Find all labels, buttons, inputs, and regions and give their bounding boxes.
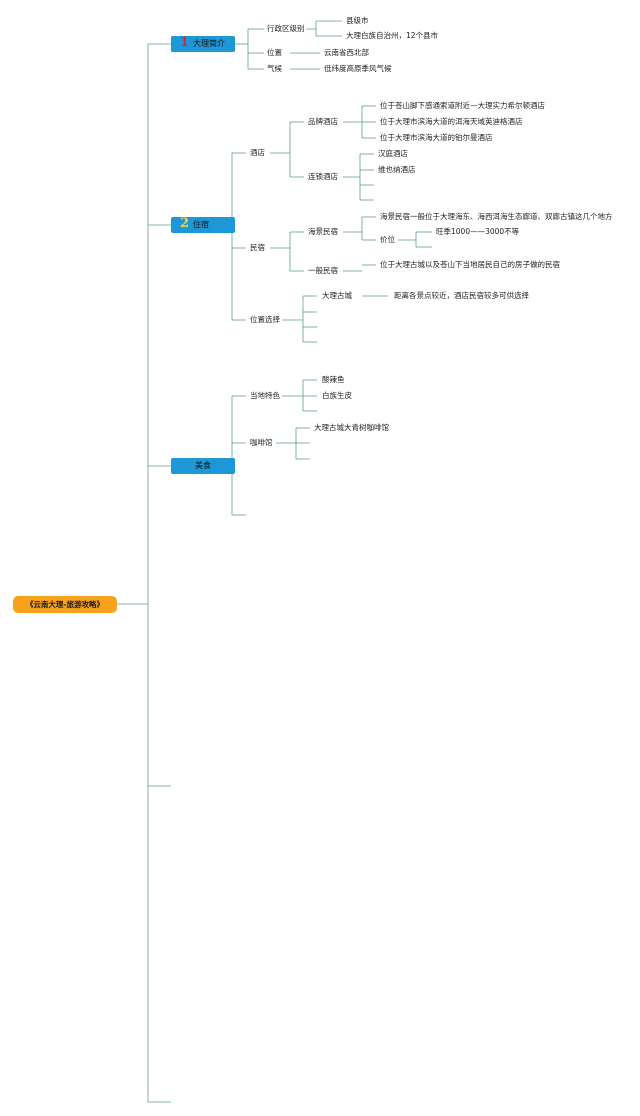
topic-food-label: 美食 — [195, 461, 211, 470]
node-climate[interactable]: 气候 — [267, 64, 282, 73]
node-homestay[interactable]: 民宿 — [250, 243, 265, 252]
node-brand-hotel[interactable]: 品牌酒店 — [308, 117, 338, 126]
node-brand-item-3[interactable]: 位于大理市滨海大道的铂尔曼酒店 — [380, 133, 493, 142]
node-prefecture[interactable]: 大理白族自治州，12个县市 — [346, 31, 439, 40]
number-one-badge: 1 — [180, 35, 190, 50]
node-ordinary[interactable]: 一般民宿 — [308, 266, 338, 275]
node-chain-item-1[interactable]: 汉庭酒店 — [378, 149, 408, 158]
node-admin-level[interactable]: 行政区级别 — [267, 24, 305, 33]
node-ordinary-desc[interactable]: 位于大理古城以及苍山下当地居民自己的房子做的民宿 — [380, 260, 560, 269]
node-location[interactable]: 位置 — [267, 48, 282, 57]
node-price-value[interactable]: 旺季1000——3000不等 — [436, 227, 520, 236]
number-two-badge: 2 — [180, 216, 190, 231]
node-ancient-city-desc[interactable]: 距离各景点较近，酒店民宿较多可供选择 — [394, 291, 529, 300]
node-county-city[interactable]: 县级市 — [346, 16, 369, 25]
node-brand-item-1[interactable]: 位于苍山脚下感通索道附近—大理实力希尔顿酒店 — [380, 101, 545, 110]
node-chain-hotel[interactable]: 连锁酒店 — [308, 172, 338, 181]
node-local-food[interactable]: 当地特色 — [250, 391, 280, 400]
node-coffee-item-1[interactable]: 大理古城大青树咖啡馆 — [314, 423, 389, 432]
topic-intro-label: 大理简介 — [193, 39, 225, 48]
node-price[interactable]: 价位 — [380, 235, 395, 244]
node-seaview-desc[interactable]: 海景民宿一般位于大理海东、海西洱海生态廊道、双廊古镇这几个地方 — [380, 212, 613, 221]
root-node[interactable]: 《云南大理-旅游攻略》 — [13, 596, 117, 613]
node-climate-value[interactable]: 低纬度高原季风气候 — [324, 64, 392, 73]
node-location-value[interactable]: 云南省西北部 — [324, 48, 369, 57]
node-local-item-1[interactable]: 酸辣鱼 — [322, 375, 345, 384]
topic-lodging-label: 住宿 — [193, 220, 209, 229]
node-seaview[interactable]: 海景民宿 — [308, 227, 338, 236]
node-location-choice[interactable]: 位置选择 — [250, 315, 280, 324]
node-coffee[interactable]: 咖啡馆 — [250, 438, 273, 447]
topic-food[interactable]: 美食 — [171, 458, 235, 474]
topic-lodging[interactable]: 2 住宿 — [171, 216, 235, 233]
node-chain-item-2[interactable]: 维也纳酒店 — [378, 165, 416, 174]
node-hotel[interactable]: 酒店 — [250, 148, 265, 157]
topic-intro[interactable]: 1 大理简介 — [171, 35, 235, 52]
node-ancient-city[interactable]: 大理古城 — [322, 291, 352, 300]
node-brand-item-2[interactable]: 位于大理市滨海大道的洱海天域英迪格酒店 — [380, 117, 523, 126]
node-local-item-2[interactable]: 白族生皮 — [322, 391, 352, 400]
